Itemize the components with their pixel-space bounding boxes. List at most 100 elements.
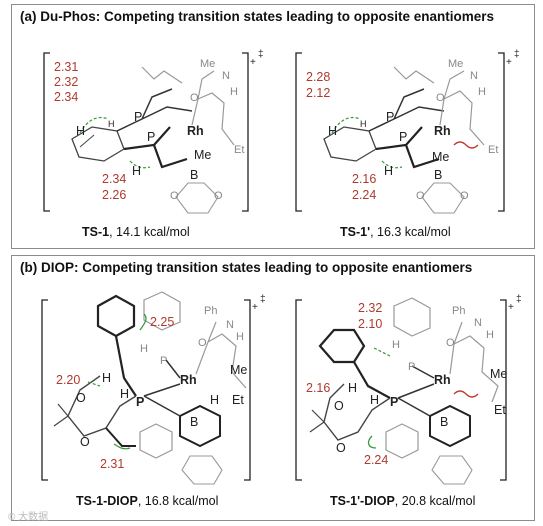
rh-atom: Rh — [434, 124, 451, 138]
me-group: Me — [194, 148, 211, 162]
distance-label: 2.10 — [358, 317, 382, 331]
b-atom: B — [190, 415, 198, 429]
me-group: Me — [448, 58, 463, 70]
ts-double-dagger: ‡ — [260, 294, 266, 305]
panel-a-duphos: (a) Du-Phos: Competing transition states… — [11, 4, 535, 249]
h-atom: H — [328, 124, 337, 138]
left-bracket — [43, 52, 50, 212]
o-atom: O — [198, 337, 207, 349]
steric-clash-icon — [453, 390, 479, 398]
ts-label: TS-1'-DIOP — [330, 494, 395, 508]
ts-energy: , 14.1 kcal/mol — [109, 225, 190, 239]
et-group: Et — [494, 403, 506, 417]
p-atom: P — [134, 110, 142, 124]
right-bracket — [498, 52, 505, 212]
me-group: Me — [230, 363, 247, 377]
ts-label: TS-1 — [82, 225, 110, 239]
rh-atom: Rh — [434, 373, 451, 387]
ph-group: Ph — [452, 305, 465, 317]
et-group: Et — [488, 144, 498, 156]
o-atom: O — [76, 391, 86, 405]
panel-b-diop: (b) DIOP: Competing transition states le… — [11, 255, 535, 521]
me-group: Me — [432, 150, 449, 164]
ts-label: TS-1-DIOP — [76, 494, 138, 508]
rh-atom: Rh — [180, 373, 197, 387]
ts-double-dagger: ‡ — [258, 49, 264, 60]
me-group: Me — [200, 58, 215, 70]
charge-plus: + — [250, 57, 256, 68]
b-atom: B — [434, 168, 442, 182]
ts-energy: , 16.8 kcal/mol — [137, 494, 219, 508]
h-atom: H — [132, 164, 141, 178]
distance-label: 2.26 — [102, 188, 126, 202]
right-bracket — [242, 52, 249, 212]
ts-double-dagger: ‡ — [516, 294, 522, 305]
ts-double-dagger: ‡ — [514, 49, 520, 60]
ts1-prime-caption: TS-1', 16.3 kcal/mol — [340, 225, 451, 239]
charge-plus: + — [252, 302, 258, 313]
ts-energy: , 16.3 kcal/mol — [370, 225, 451, 239]
et-group: Et — [232, 393, 244, 407]
ts1-diop-structure: + ‡ 2.25 2.20 2.31 P P Rh H H H H — [41, 291, 266, 485]
left-bracket — [295, 299, 302, 481]
distance-label: 2.32 — [54, 75, 78, 89]
o-atom: O — [334, 399, 344, 413]
h-atom: H — [360, 119, 367, 129]
n-atom: N — [470, 70, 478, 82]
steric-clash-icon — [453, 141, 479, 149]
o-atom: O — [214, 190, 223, 202]
distance-label: 2.34 — [54, 90, 78, 104]
ts-label: TS-1' — [340, 225, 371, 239]
n-atom: N — [474, 317, 482, 329]
distance-label: 2.28 — [306, 70, 330, 84]
ts1-prime-diop-caption: TS-1'-DIOP, 20.8 kcal/mol — [330, 494, 475, 508]
h-atom: H — [392, 339, 400, 351]
distance-label: 2.25 — [150, 315, 174, 329]
h-atom: H — [486, 329, 494, 341]
contact-arrow-icon — [367, 435, 377, 449]
p-atom: P — [386, 110, 394, 124]
ts1-diop-caption: TS-1-DIOP, 16.8 kcal/mol — [76, 494, 218, 508]
o-atom: O — [80, 435, 90, 449]
distance-label: 2.24 — [352, 188, 376, 202]
h-atom: H — [102, 371, 111, 385]
h-atom: H — [108, 119, 115, 129]
h-atom: H — [478, 86, 486, 98]
watermark: © 大数据 — [8, 512, 49, 523]
distance-label: 2.34 — [102, 172, 126, 186]
p-atom: P — [136, 395, 144, 409]
charge-plus: + — [508, 302, 514, 313]
left-bracket — [295, 52, 302, 212]
ts1-caption: TS-1, 14.1 kcal/mol — [82, 225, 190, 239]
distance-label: 2.31 — [54, 60, 78, 74]
ts1-prime-diop-structure: + ‡ 2.32 2.10 2.16 2.24 P P Rh H H H B O… — [295, 294, 522, 485]
h-atom: H — [210, 393, 219, 407]
h-atom: H — [230, 86, 238, 98]
distance-label: 2.20 — [56, 373, 80, 387]
panel-a-title: (a) Du-Phos: Competing transition states… — [20, 9, 495, 24]
h-atom: H — [140, 343, 148, 355]
h-atom: H — [348, 381, 357, 395]
contact-arrow-icon — [113, 443, 131, 450]
distance-label: 2.12 — [306, 86, 330, 100]
o-atom: O — [436, 92, 445, 104]
n-atom: N — [226, 319, 234, 331]
o-atom: O — [170, 190, 179, 202]
o-atom: O — [190, 92, 199, 104]
me-group: Me — [490, 367, 507, 381]
et-group: Et — [234, 144, 244, 156]
h-atom: H — [236, 331, 244, 343]
n-atom: N — [222, 70, 230, 82]
distance-label: 2.31 — [100, 457, 124, 471]
o-atom: O — [416, 190, 425, 202]
right-bracket — [244, 299, 251, 481]
h-atom: H — [120, 387, 129, 401]
panel-b-title: (b) DIOP: Competing transition states le… — [20, 260, 473, 275]
right-bracket — [500, 299, 507, 481]
ts1-prime-structure: + ‡ 2.28 2.12 2.16 2.24 P P Rh H H H Me … — [295, 49, 520, 214]
distance-label: 2.32 — [358, 301, 382, 315]
distance-label: 2.16 — [352, 172, 376, 186]
ph-group: Ph — [204, 305, 217, 317]
h-atom: H — [384, 164, 393, 178]
o-atom: O — [336, 441, 346, 455]
